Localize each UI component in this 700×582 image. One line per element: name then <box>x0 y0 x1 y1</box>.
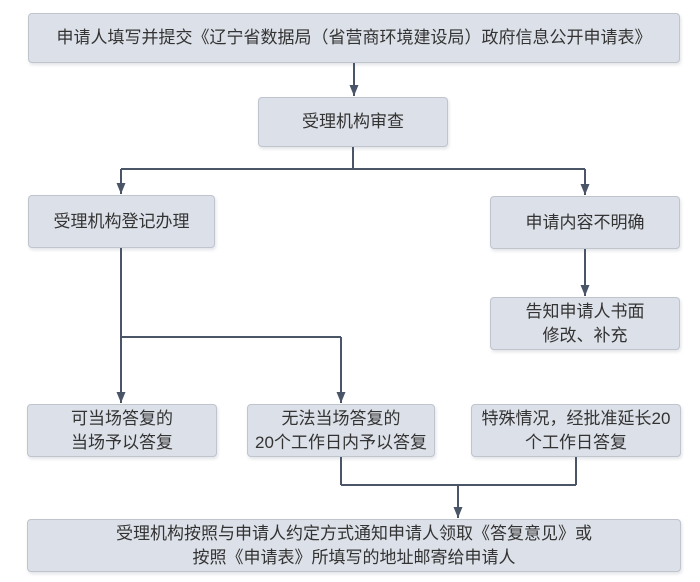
flow-node-register: 受理机构登记办理 <box>28 195 215 248</box>
node-label-line: 告知申请人书面 <box>525 301 645 321</box>
flow-node-content-unclear: 申请内容不明确 <box>490 196 680 249</box>
flow-node-reply-on-spot: 可当场答复的 当场予以答复 <box>27 404 217 457</box>
node-label-line: 修改、补充 <box>542 325 628 345</box>
flow-node-review: 受理机构审查 <box>258 97 448 147</box>
flow-node-reply-within-20-days: 无法当场答复的 20个工作日内予以答复 <box>247 404 435 457</box>
node-label-line: 按照《申请表》所填写的地址邮寄给申请人 <box>192 547 516 567</box>
node-label: 受理机构登记办理 <box>53 211 190 231</box>
flow-node-special-extension: 特殊情况，经批准延长20 个工作日答复 <box>471 404 681 457</box>
node-label-line: 受理机构按照与申请人约定方式通知申请人领取《答复意见》或 <box>116 523 592 543</box>
flow-node-final-reply-delivery: 受理机构按照与申请人约定方式通知申请人领取《答复意见》或 按照《申请表》所填写的… <box>27 519 681 572</box>
node-label-line: 无法当场答复的 <box>281 408 401 428</box>
node-label: 受理机构审查 <box>302 112 404 131</box>
node-label-line: 特殊情况，经批准延长20 <box>481 408 671 428</box>
flow-node-submit-application: 申请人填写并提交《辽宁省数据局（省营商环境建设局）政府信息公开申请表》 <box>28 13 680 63</box>
flow-node-notify-written-amendment: 告知申请人书面 修改、补充 <box>490 297 680 350</box>
node-label-line: 个工作日答复 <box>525 432 627 452</box>
node-label-line: 当场予以答复 <box>71 432 173 452</box>
node-label-line: 可当场答复的 <box>71 408 173 428</box>
node-label: 申请内容不明确 <box>525 212 645 232</box>
node-label: 申请人填写并提交《辽宁省数据局（省营商环境建设局）政府信息公开申请表》 <box>56 28 652 47</box>
node-label-line: 20个工作日内予以答复 <box>255 432 427 452</box>
